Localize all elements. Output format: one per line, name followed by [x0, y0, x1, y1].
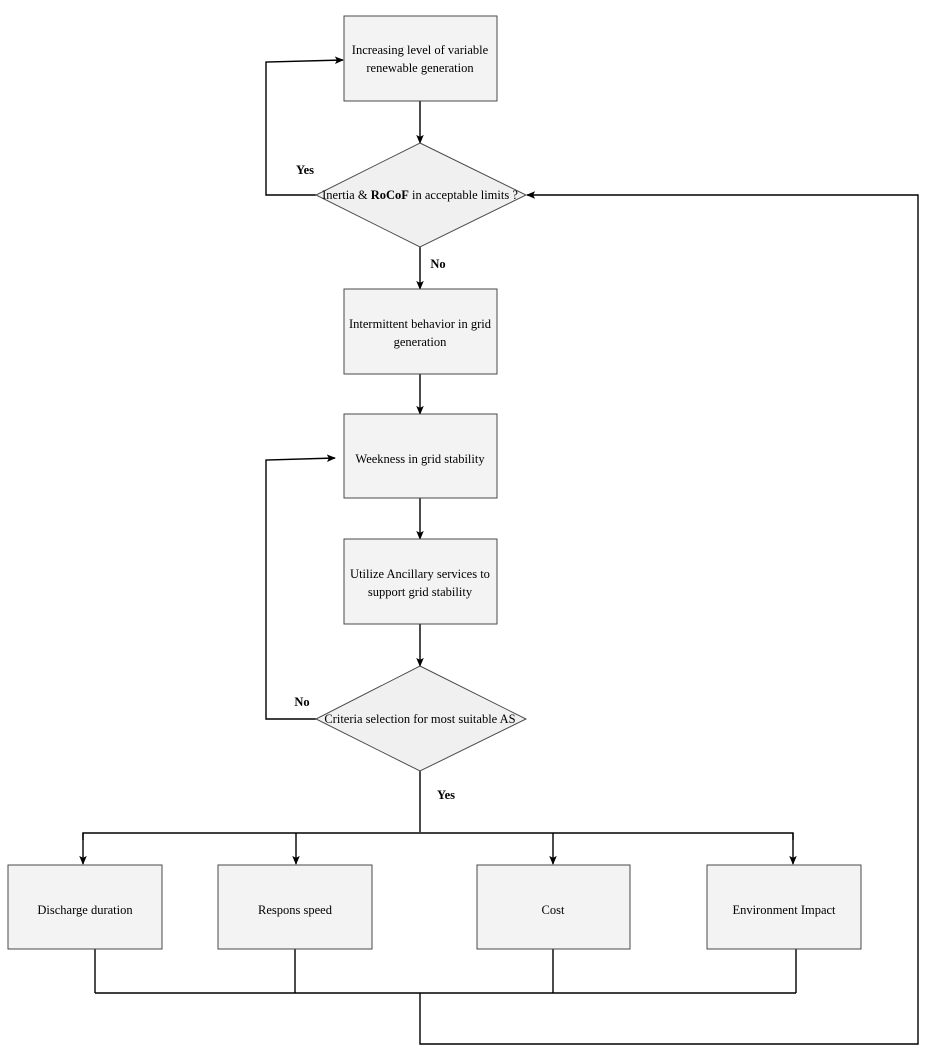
- node-cost-text: Cost: [542, 903, 565, 917]
- decision-criteria-text: Criteria selection for most suitable AS: [324, 712, 515, 726]
- arrow-no-loop-weakness: [265, 454, 336, 720]
- node-intermittent: Intermittent behavior in grid generation: [343, 288, 498, 375]
- edge-label-yes-top: Yes: [296, 163, 314, 177]
- node-discharge: Discharge duration: [7, 864, 163, 950]
- node-environment-text: Environment Impact: [732, 903, 836, 917]
- decision-criteria: Criteria selection for most suitable AS: [314, 665, 528, 772]
- node-environment: Environment Impact: [706, 864, 862, 950]
- edge-label-yes-bottom: Yes: [437, 788, 455, 802]
- decision-inertia: Inertia & RoCoF in acceptable limits ?: [314, 142, 528, 248]
- node-intermittent-line1: Intermittent behavior in grid: [349, 317, 492, 331]
- arrow-yes-loop-top: [265, 56, 344, 196]
- distribution-bus: [82, 832, 794, 840]
- node-increasing-line1: Increasing level of variable: [352, 43, 489, 57]
- edge-label-no-bottom: No: [294, 695, 309, 709]
- arrow-feedback-to-inertia: [419, 191, 919, 1045]
- node-increasing: Increasing level of variable renewable g…: [343, 15, 498, 102]
- node-weakness-line1: Weekness in grid stability: [355, 452, 485, 466]
- node-cost: Cost: [476, 864, 631, 950]
- node-response-text: Respons speed: [258, 903, 333, 917]
- edge-label-no-top: No: [430, 257, 445, 271]
- node-increasing-line2: renewable generation: [366, 61, 474, 75]
- decision-inertia-text: Inertia & RoCoF in acceptable limits ?: [322, 188, 518, 202]
- node-utilize: Utilize Ancillary services to support gr…: [343, 538, 498, 625]
- node-utilize-line2: support grid stability: [368, 585, 473, 599]
- node-discharge-text: Discharge duration: [37, 903, 133, 917]
- node-weakness: Weekness in grid stability: [343, 413, 498, 499]
- node-response: Respons speed: [217, 864, 373, 950]
- connectors: [79, 56, 919, 1045]
- node-utilize-line1: Utilize Ancillary services to: [350, 567, 490, 581]
- node-intermittent-line2: generation: [394, 335, 448, 349]
